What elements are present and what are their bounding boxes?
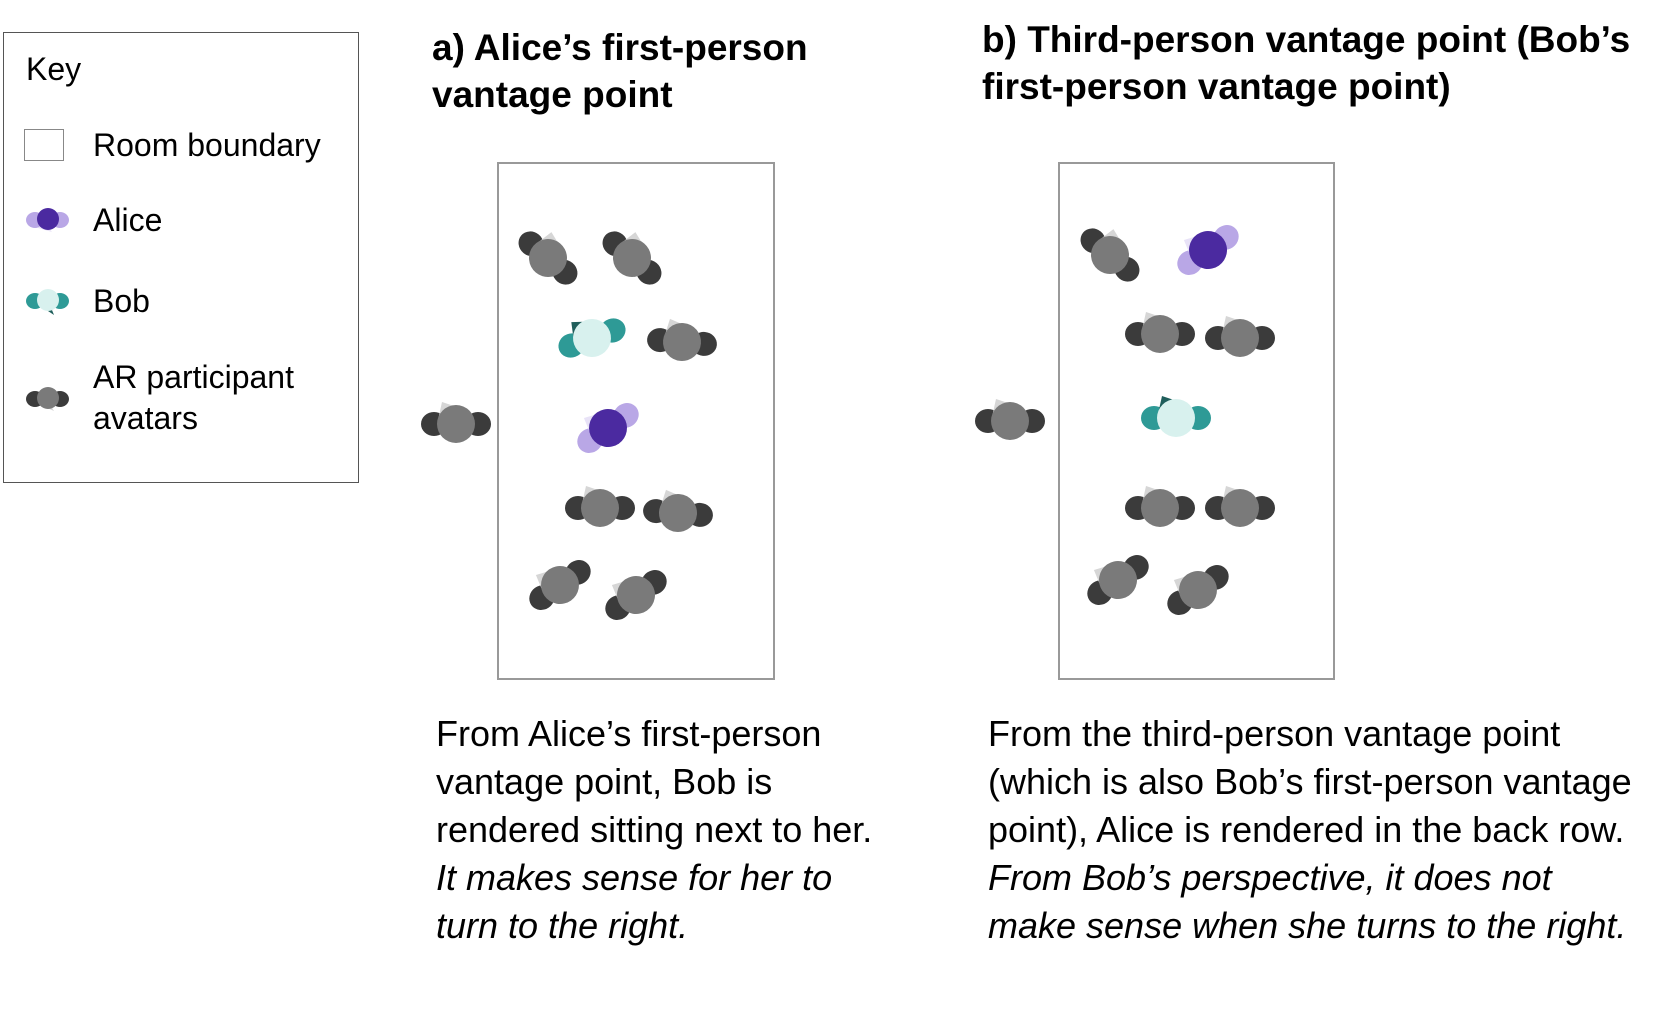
panel-b-avatar-alice-1 <box>1177 225 1239 275</box>
legend-label-bob: Bob <box>93 283 150 319</box>
panel-b-title: b) Third-person vantage point (Bob’s fir… <box>982 19 1631 107</box>
panel-b-avatar-ar-2 <box>1125 312 1195 353</box>
panel-a-avatar-ar-9 <box>605 570 667 620</box>
panel-a-avatar-bob-2 <box>558 318 626 358</box>
panel-b-avatar-ar-4 <box>975 399 1045 440</box>
bob-swatch-icon <box>26 289 69 315</box>
panel-b-avatar-ar-9 <box>1167 565 1229 615</box>
panel-b-avatar-ar-8 <box>1087 555 1149 605</box>
panel-b-avatar-ar-7 <box>1205 486 1275 527</box>
panel-a-avatar-ar-3 <box>647 318 717 361</box>
panel-b-caption-italic: From Bob’s perspective, it does not make… <box>988 857 1627 946</box>
panel-b-avatar-ar-3 <box>1205 316 1275 357</box>
panel-a-avatar-ar-0 <box>518 231 578 285</box>
panel-b-avatar-ar-6 <box>1125 486 1195 527</box>
panel-b-avatar-ar-0 <box>1080 228 1140 282</box>
panel-a-caption: From Alice’s first-person vantage point,… <box>436 710 886 950</box>
alice-swatch-icon <box>26 208 69 232</box>
legend-title: Key <box>26 51 82 87</box>
legend-label-ar-avatars: AR participant avatars <box>93 359 294 436</box>
panel-a-title: a) Alice’s first-person vantage point <box>432 27 808 115</box>
panel-a-caption-text: From Alice’s first-person vantage point,… <box>436 713 873 850</box>
ar-avatar-swatch-icon <box>26 387 69 411</box>
panel-a-avatar-ar-7 <box>643 489 713 532</box>
panel-b-caption: From the third-person vantage point (whi… <box>988 710 1648 950</box>
panel-a-avatar-ar-4 <box>421 402 491 443</box>
room-boundary-swatch <box>24 129 64 161</box>
panel-a-caption-italic: It makes sense for her to turn to the ri… <box>436 857 833 946</box>
legend-label-room-boundary: Room boundary <box>93 127 321 163</box>
panel-b-avatar-bob-5 <box>1141 396 1211 437</box>
panel-a-avatar-alice-5 <box>577 403 639 453</box>
legend-box: Key Room boundary Alice Bob AR participa <box>3 32 359 483</box>
legend-label-alice: Alice <box>93 202 163 238</box>
panel-b-caption-text: From the third-person vantage point (whi… <box>988 713 1632 850</box>
panel-a-avatar-ar-1 <box>602 231 662 285</box>
panel-a-avatar-ar-8 <box>529 560 591 610</box>
panel-a-avatar-ar-6 <box>565 486 635 527</box>
